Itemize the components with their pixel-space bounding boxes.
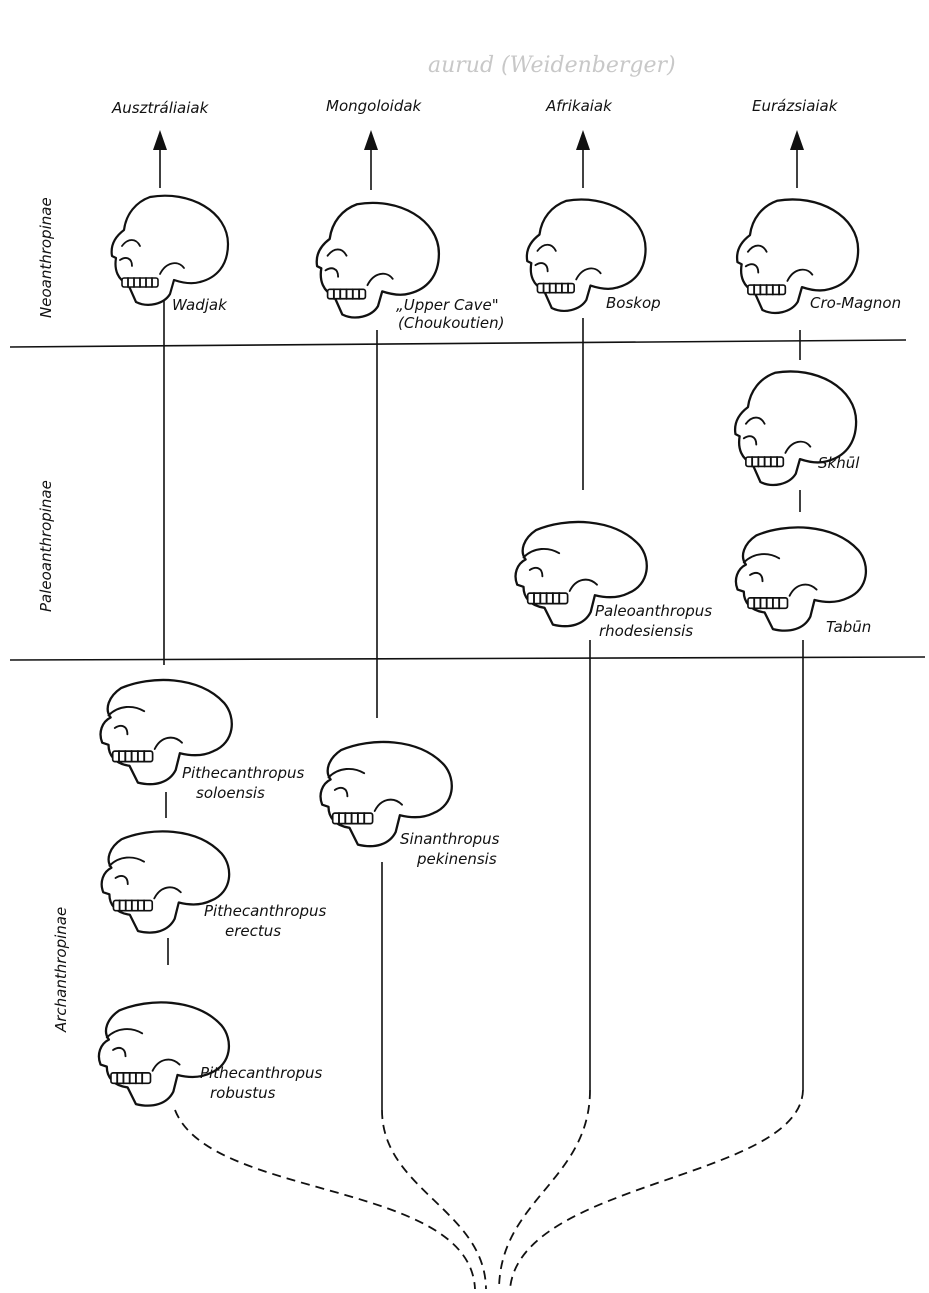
label-erectus-line2: erectus	[225, 922, 281, 940]
label-upper-cave-line1: „Upper Cave"	[396, 296, 499, 314]
label-pekinensis-line2: pekinensis	[416, 850, 497, 868]
label-tabun: Tabūn	[826, 618, 871, 636]
dashed-roots	[175, 1090, 803, 1289]
label-soloensis-line2: soloensis	[196, 784, 265, 802]
lineage-lines	[164, 298, 803, 1110]
label-boskop: Boskop	[606, 294, 661, 312]
label-rhodesiensis-line1: Paleoanthropus	[595, 602, 712, 620]
label-robustus-line1: Pithecanthropus	[200, 1064, 323, 1082]
arrow-afrikaiak	[576, 130, 590, 188]
zone-label-paleoanthropinae: Paleoanthropinae	[37, 480, 55, 612]
label-robustus-line2: robustus	[210, 1084, 276, 1102]
label-cro-magnon: Cro-Magnon	[810, 294, 901, 312]
zone-labels: Neoanthropinae Paleoanthropinae Archanth…	[37, 197, 70, 1033]
skull-tabun	[736, 527, 866, 630]
zone-label-neoanthropinae: Neoanthropinae	[37, 197, 55, 318]
label-erectus-line1: Pithecanthropus	[204, 902, 327, 920]
skull-wadjak	[112, 196, 228, 305]
group-label-mongoloidak: Mongoloidak	[326, 97, 423, 115]
group-label-australiaiak: Ausztráliaiak	[111, 99, 210, 117]
label-wadjak: Wadjak	[172, 296, 228, 314]
group-headers: Ausztráliaiak Mongoloidak Afrikaiak Eurá…	[111, 97, 839, 190]
arrow-eurazsiaiak	[790, 130, 804, 188]
label-skhul: Skhūl	[818, 454, 860, 472]
group-label-afrikaiak: Afrikaiak	[545, 97, 613, 115]
handwritten-note: aurud (Weidenberger)	[428, 53, 676, 78]
arrow-australiaiak	[153, 130, 167, 188]
label-soloensis-line1: Pithecanthropus	[182, 764, 305, 782]
label-upper-cave-line2: (Choukoutien)	[398, 314, 505, 332]
label-rhodesiensis-line2: rhodesiensis	[599, 622, 693, 640]
label-pekinensis-line1: Sinanthropus	[400, 830, 500, 848]
zone-label-archanthropinae: Archanthropinae	[52, 907, 70, 1033]
arrow-mongoloidak	[364, 130, 378, 190]
group-label-eurazsiaiak: Eurázsiaiak	[752, 97, 839, 115]
